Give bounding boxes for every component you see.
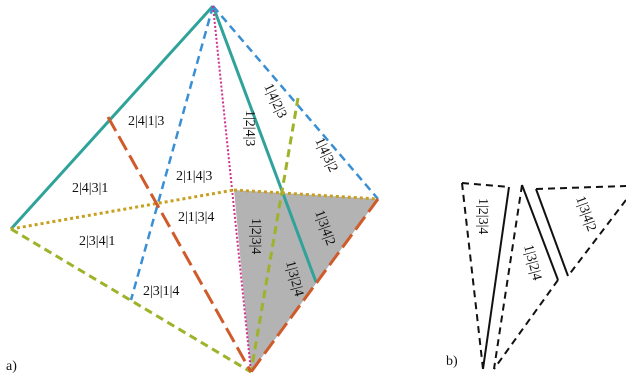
panel-a: 2|4|1|3 2|4|3|1 2|1|4|3 2|1|3|4 2|3|4|1 … [6,4,380,374]
tri3-label: 1|3|4|2 [572,194,599,233]
edge-magenta-dotted [212,5,252,373]
region-label-2314: 2|3|1|4 [143,284,179,299]
edge-teal-top-left [9,4,215,231]
region-label-1423: 1|4|2|3 [260,81,289,120]
region-label-1234: 1|2|3|4 [248,218,263,254]
edge-teal-top-center [211,5,318,283]
edge-gold-right [233,188,379,201]
region-label-1432: 1|4|3|2 [311,135,340,174]
tri2-right [521,184,559,281]
tri1-right [482,186,510,370]
tri3-top [535,185,626,190]
region-label-2134: 2|1|3|4 [178,210,214,225]
panel-b: 1|2|3|4 1|3|2|4 1|3|4|2 b) [446,182,626,370]
edge-orange-bottom-right [249,198,380,373]
shaded-region [234,190,378,372]
tri3-left [535,188,569,277]
edge-gold-left [10,188,235,231]
edge-orange-inner [106,116,253,373]
tri2-bottom [493,279,559,370]
tri2-label: 1|3|2|4 [520,243,544,282]
edge-blue-top-right [212,5,379,200]
tri1-label: 1|2|3|4 [475,198,490,234]
edge-blue-inner [129,5,215,301]
region-label-2143: 2|1|4|3 [176,169,212,184]
panel-a-caption: a) [6,359,17,374]
tri3-right [567,199,626,277]
region-label-2341: 2|3|4|1 [79,234,115,249]
tri1-top [461,182,510,188]
panel-b-caption: b) [446,354,458,369]
edge-olive-inner [249,97,300,373]
region-label-1243: 1|2|4|3 [242,110,257,146]
region-label-2413: 2|4|1|3 [128,114,164,129]
edge-olive-left-bottom [10,227,252,374]
tri2-left [493,184,523,370]
region-label-2431: 2|4|3|1 [72,181,108,196]
